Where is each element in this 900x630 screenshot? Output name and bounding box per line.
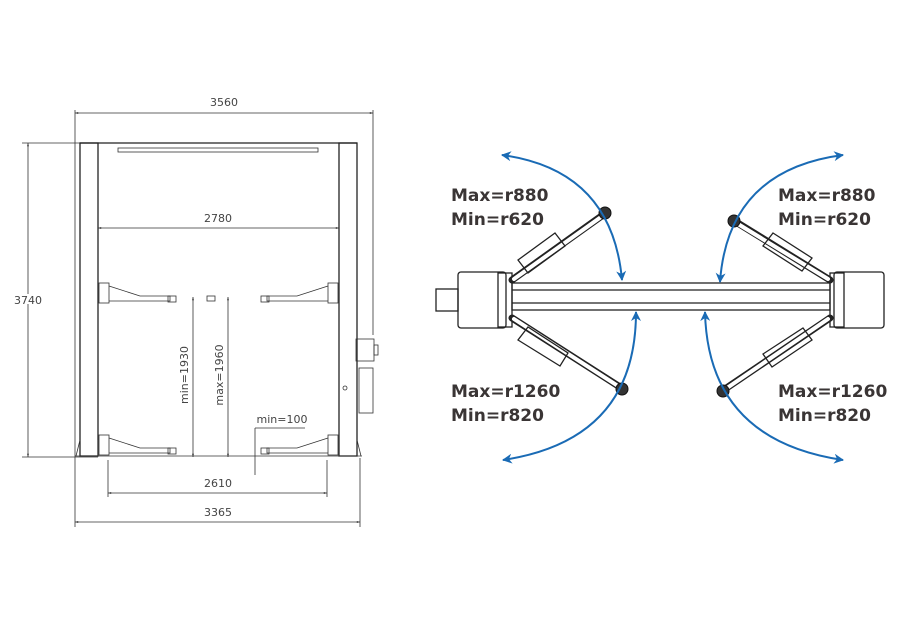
bottom-right-max: Max=r1260 (778, 382, 887, 402)
front-view: 3560 3740 2780 min=1930 max=1960 min=100… (12, 96, 379, 527)
right-post-plate (833, 271, 885, 329)
lower-arms (98, 434, 339, 456)
dim-min-height: min=1930 (178, 346, 191, 404)
swing-arcs (501, 151, 844, 464)
dim-base-outer: 3365 (204, 506, 232, 519)
lift-arms (508, 211, 834, 393)
dim-overall-width: 3560 (210, 96, 238, 109)
motor (435, 288, 459, 312)
bottom-left-max: Max=r1260 (451, 382, 560, 402)
top-view: Max=r880 Min=r620 Max=r880 Min=r620 Max=… (435, 151, 887, 464)
dim-max-height: max=1960 (213, 344, 226, 405)
upper-arms (98, 282, 339, 304)
lift-pads (598, 206, 741, 398)
top-left-min: Min=r620 (451, 210, 544, 230)
top-left-max: Max=r880 (451, 186, 549, 206)
left-post (79, 142, 99, 457)
bottom-left-min: Min=r820 (451, 406, 544, 426)
left-post-plate (457, 271, 507, 329)
dim-inner-width: 2780 (204, 212, 232, 225)
top-right-max: Max=r880 (778, 186, 876, 206)
dim-min-pad: min=100 (257, 413, 308, 426)
top-right-min: Min=r620 (778, 210, 871, 230)
right-post (338, 142, 358, 457)
dim-overall-height: 3740 (14, 294, 42, 307)
dim-base-inner: 2610 (204, 477, 232, 490)
overhead-beam (511, 282, 831, 311)
bottom-right-min: Min=r820 (778, 406, 871, 426)
power-unit (342, 338, 379, 414)
